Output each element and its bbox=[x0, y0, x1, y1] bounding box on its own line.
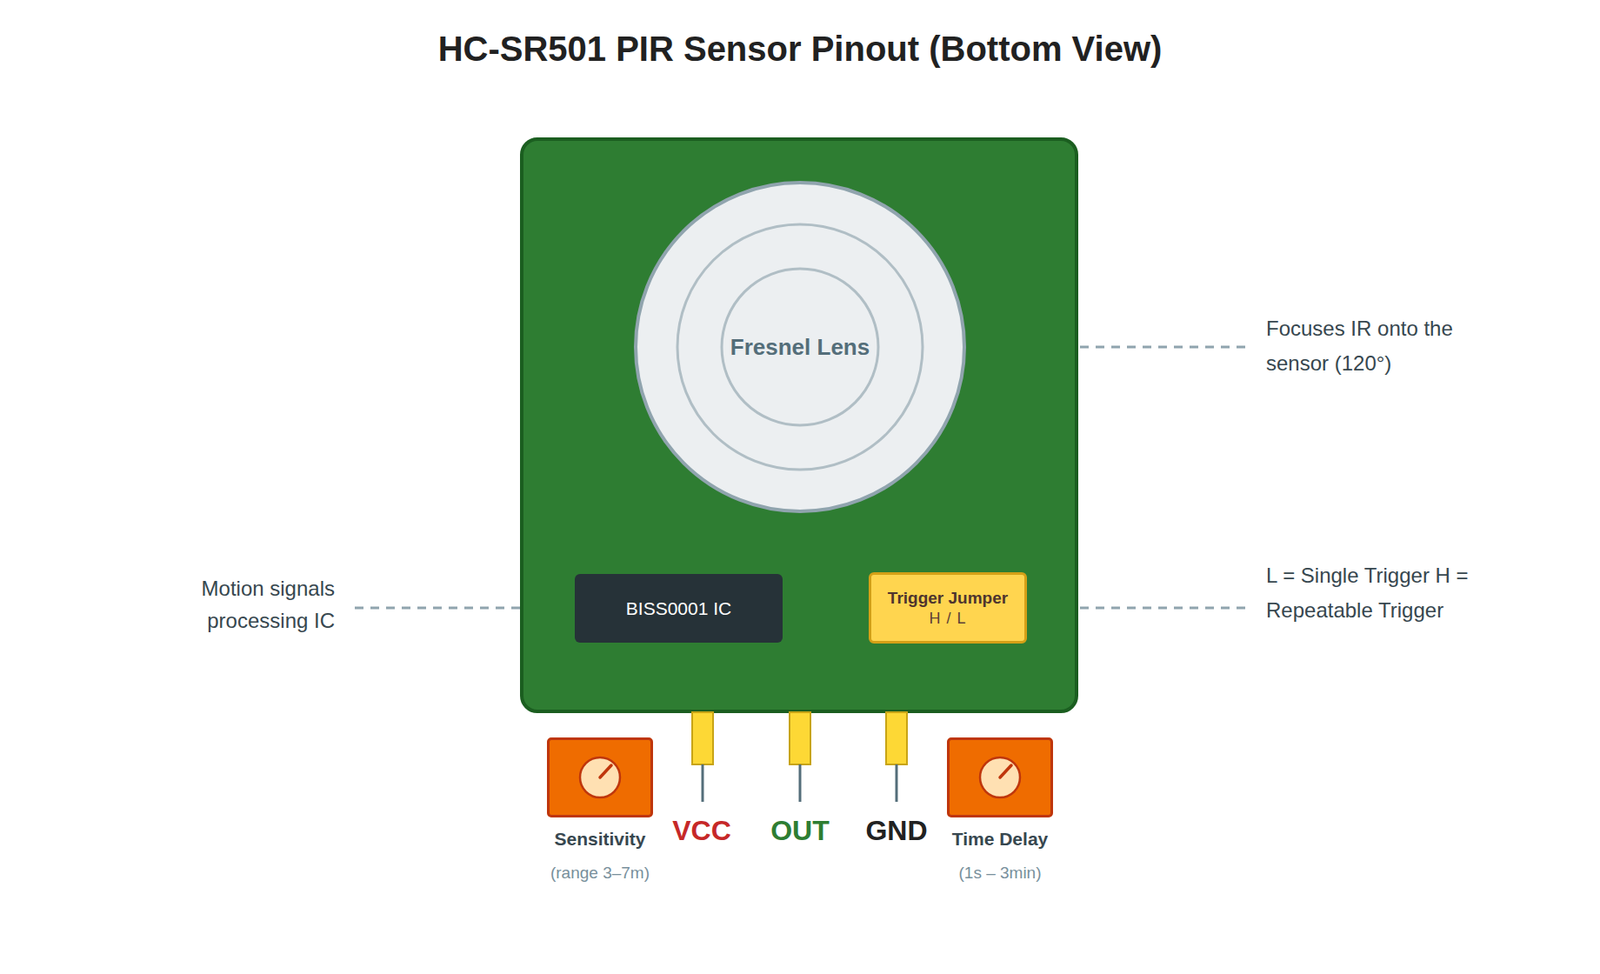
pot-range: (range 3–7m) bbox=[488, 863, 712, 883]
fresnel-lens: Fresnel Lens bbox=[633, 180, 967, 514]
pin bbox=[692, 712, 714, 765]
knob-indicator bbox=[1000, 765, 1012, 778]
pin-wire bbox=[895, 764, 899, 802]
pin bbox=[789, 712, 811, 765]
pin-wire bbox=[701, 764, 705, 802]
pcb-board bbox=[521, 139, 1077, 712]
knob bbox=[580, 757, 620, 798]
header-pins bbox=[692, 712, 907, 802]
pot-label: Time Delay bbox=[888, 828, 1112, 850]
ic-label: BISS0001 IC bbox=[626, 598, 732, 620]
leader-line bbox=[354, 606, 520, 610]
knob bbox=[980, 757, 1020, 798]
pot-label: Sensitivity bbox=[488, 828, 712, 850]
lens-ring bbox=[721, 268, 879, 426]
callout-text: L = Single Trigger H = Repeatable Trigge… bbox=[1266, 558, 1471, 628]
lens-label: Fresnel Lens bbox=[727, 333, 873, 361]
pin-name: OUT bbox=[747, 813, 853, 848]
jumper-label: Trigger Jumper bbox=[887, 587, 1008, 609]
pin-name: GND bbox=[844, 813, 949, 848]
callout-text: Focuses IR onto the sensor (120°) bbox=[1266, 311, 1462, 381]
knob-indicator bbox=[600, 765, 612, 778]
leader-line bbox=[1080, 346, 1246, 349]
ic-chip: BISS0001 IC bbox=[574, 573, 783, 643]
trimmer-knob bbox=[549, 740, 651, 815]
pot-range: (1s – 3min) bbox=[888, 863, 1112, 883]
pin bbox=[886, 712, 907, 765]
jumper-setting: H / L bbox=[928, 608, 967, 628]
leader-line bbox=[1080, 606, 1246, 610]
time-delay-potentiometer: Time Delay(1s – 3min) bbox=[946, 737, 1054, 818]
lens-outline bbox=[635, 182, 965, 512]
trigger-jumper: Trigger JumperH / L bbox=[868, 572, 1027, 644]
callout-text: Motion signals processing IC bbox=[165, 572, 335, 637]
pin-wire bbox=[799, 764, 802, 802]
sensitivity-potentiometer: Sensitivity(range 3–7m) bbox=[546, 737, 654, 818]
lens-ring bbox=[677, 224, 923, 470]
pin-name: VCC bbox=[649, 813, 754, 848]
diagram-title: HC-SR501 PIR Sensor Pinout (Bottom View) bbox=[0, 29, 1600, 69]
trimmer-knob bbox=[949, 740, 1051, 815]
